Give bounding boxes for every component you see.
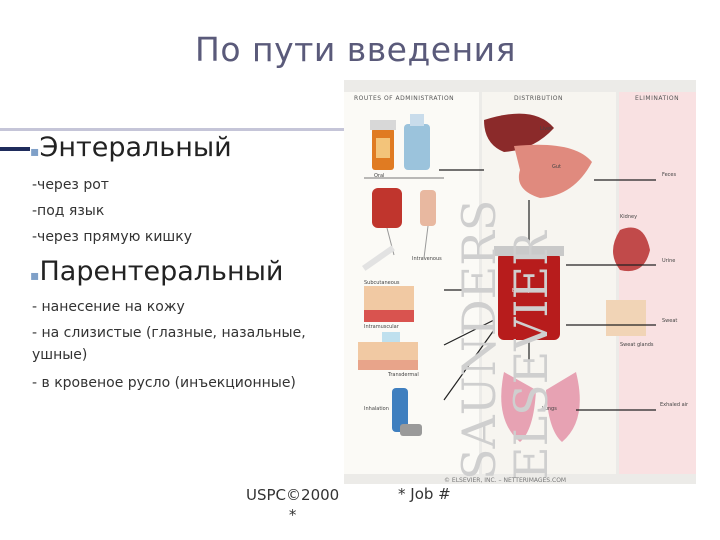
bullet-icon: ▪	[30, 144, 40, 160]
enteral-item: -через прямую кишку	[32, 229, 192, 245]
label-subcutaneous: Subcutaneous	[364, 280, 400, 286]
label-lungs: Lungs	[542, 406, 557, 412]
liver-icon	[484, 113, 554, 152]
label-inhalation: Inhalation	[364, 406, 389, 412]
iv-bag-icon	[372, 188, 402, 228]
footer-job: * Job #	[398, 485, 451, 503]
title-underline	[0, 128, 345, 131]
label-intramuscular: Intramuscular	[364, 324, 399, 330]
bottle-label-icon	[376, 138, 390, 158]
label-sweat: Sweat	[662, 318, 678, 324]
label-exhaled-air: Exhaled air	[660, 402, 689, 408]
sweat-gland-icon	[606, 300, 646, 336]
bottle-cap-icon	[370, 120, 396, 130]
enteral-item: -через рот	[32, 177, 109, 193]
lung-icon	[546, 372, 580, 442]
label-feces: Feces	[662, 172, 677, 178]
skin-block-icon	[364, 286, 414, 310]
blood-plasma-beaker-icon	[498, 252, 560, 340]
enteral-heading-text: Энтеральный	[39, 132, 232, 163]
label-kidney: Kidney	[620, 214, 638, 220]
enteral-heading: ▪Энтеральный	[30, 132, 232, 163]
distribution-header: DISTRIBUTION	[514, 95, 563, 102]
elimination-header: ELIMINATION	[635, 95, 680, 102]
lung-icon	[501, 372, 536, 442]
parenteral-item: - нанесение на кожу	[32, 299, 185, 315]
label-gut: Gut	[552, 164, 562, 170]
parenteral-heading: ▪Парентеральный	[30, 256, 283, 287]
parenteral-item: ушные)	[32, 347, 88, 363]
figure-copyright: © ELSEVIER, INC. – NETTERIMAGES.COM	[444, 477, 567, 484]
label-blood-plasma: Blood plasma	[512, 288, 546, 294]
bullet-icon: ▪	[30, 268, 40, 284]
inhaler-icon	[392, 388, 408, 432]
gut-icon	[514, 144, 592, 198]
label-liver: Liver	[540, 126, 553, 132]
footer-copyright-line: USPC©2000	[246, 486, 340, 504]
kidney-icon	[613, 227, 650, 272]
parenteral-heading-text: Парентеральный	[39, 256, 284, 287]
liquid-bottle-icon	[404, 124, 430, 170]
iv-drip-icon	[420, 190, 436, 226]
patch-icon	[382, 332, 400, 342]
skin-block-icon	[358, 342, 418, 360]
routes-header: ROUTES OF ADMINISTRATION	[354, 95, 455, 102]
label-sweat-glands: Sweat glands	[620, 342, 654, 348]
slide-title: По пути введения	[195, 30, 516, 69]
footer-asterisk: *	[288, 506, 297, 524]
accent-bar	[0, 147, 30, 151]
enteral-item: -под язык	[32, 203, 105, 219]
pharmacokinetics-illustration: ROUTES OF ADMINISTRATION DISTRIBUTION EL…	[344, 80, 696, 484]
watermark-saunders: SAUNDERS	[452, 199, 506, 480]
illustration-drawing	[358, 113, 656, 442]
watermark-elsevier: ELSEVIER	[504, 231, 558, 480]
parenteral-item: - в кровеное русло (инъекционные)	[32, 375, 296, 391]
footer-copyright: USPC©2000 *	[246, 485, 339, 525]
label-transdermal: Transdermal	[388, 372, 419, 378]
label-oral: Oral	[374, 173, 385, 179]
syringe-icon	[362, 245, 395, 271]
label-intravenous: Intravenous	[412, 256, 442, 262]
label-urine: Urine	[662, 258, 676, 264]
parenteral-item: - на слизистые (глазные, назальные,	[32, 325, 306, 341]
